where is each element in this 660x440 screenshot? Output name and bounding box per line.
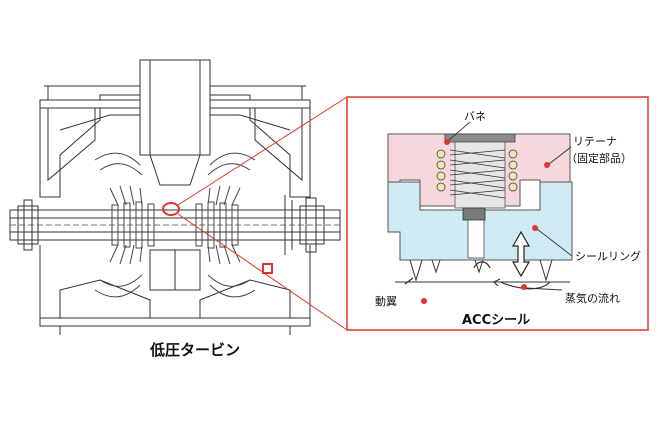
blade-dot: [421, 298, 427, 304]
retainer-sublabel: （固定部品）: [566, 151, 632, 165]
seal-location-markers: [162, 202, 273, 274]
seal-ring-movement-arrow: [511, 230, 531, 278]
steam-flow-arrow: [404, 261, 551, 290]
spring-dot: [444, 139, 450, 145]
blade-label: 動翼: [375, 294, 397, 308]
steam-flow-label: 蒸気の流れ: [565, 291, 620, 305]
retainer-dot: [544, 162, 550, 168]
steam-flow-dot: [521, 284, 527, 290]
spring-label: バネ: [464, 110, 486, 123]
seal-teeth: [395, 259, 570, 283]
seal-marker-right: [262, 263, 273, 274]
turbine-caption: 低圧タービン: [149, 341, 240, 359]
turbine-cross-section: [9, 59, 341, 335]
callout-lines: [177, 96, 348, 331]
seal-ring-dot: [532, 225, 538, 231]
retainer-label: リテーナ: [573, 135, 617, 148]
seal-caption: ACCシール: [462, 313, 530, 328]
spring: [436, 149, 518, 199]
seal-marker-center: [162, 202, 180, 216]
seal-ring-label: シールリング: [575, 249, 641, 263]
label-dots: [421, 139, 550, 304]
leader-lines: [448, 121, 573, 291]
